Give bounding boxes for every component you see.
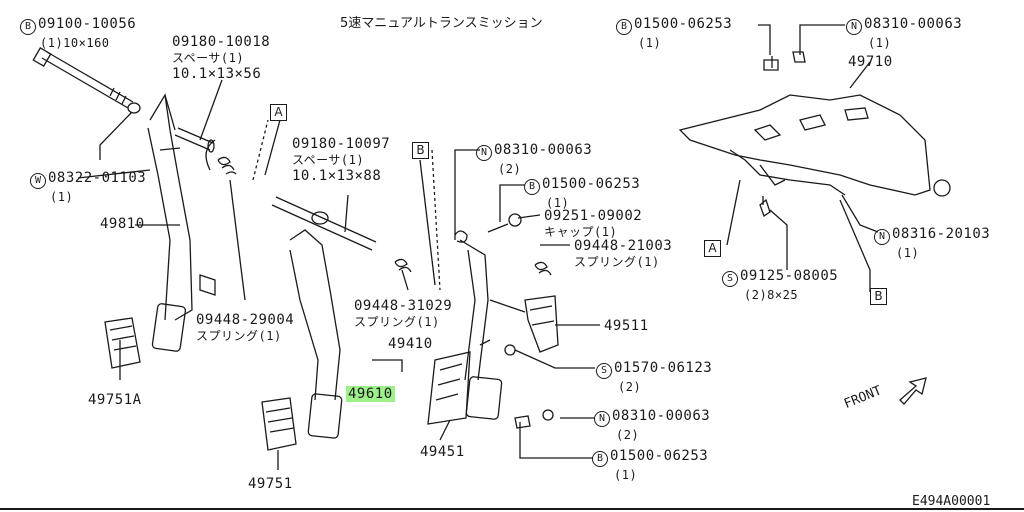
marker-n-icon: N <box>476 145 492 161</box>
clutch-pedal-arm <box>147 93 216 352</box>
marker-s-icon: S <box>722 271 738 287</box>
part-label-09448-31029[interactable]: 09448-31029 スプリング(1) <box>354 298 453 329</box>
marker-n-icon: N <box>846 19 862 35</box>
part-label-49410[interactable]: 49410 <box>388 336 433 352</box>
part-label-49751a[interactable]: 49751A <box>88 392 142 408</box>
connector-line <box>252 119 441 291</box>
spacer-spring-left <box>174 127 237 175</box>
pedal-pad-49751a <box>104 317 141 369</box>
long-bolt <box>32 47 141 114</box>
marker-b-icon: B <box>592 451 608 467</box>
marker-b-icon: B <box>20 19 36 35</box>
part-label-49710[interactable]: 49710 <box>848 54 893 70</box>
accelerator-pedal-arm <box>454 230 526 420</box>
marker-n-icon: N <box>594 411 610 427</box>
pedal-pad-49451 <box>427 351 471 425</box>
pedal-pad-49751 <box>261 397 297 451</box>
part-label-49610[interactable]: 49610 <box>346 386 395 402</box>
marker-s-icon: S <box>596 363 612 379</box>
part-label-49511[interactable]: 49511 <box>604 318 649 334</box>
highlighted-part-number: 49610 <box>346 386 395 402</box>
part-label-09180-10018[interactable]: 09180-10018 スペーサ(1) 10.1×13×56 <box>172 34 271 82</box>
part-label-49451[interactable]: 49451 <box>420 444 465 460</box>
marker-w-icon: W <box>30 173 46 189</box>
part-label-49751[interactable]: 49751 <box>248 476 293 492</box>
marker-b-icon: B <box>616 19 632 35</box>
brake-pedal-arm <box>271 196 412 439</box>
ref-box-a-left: A <box>270 104 287 121</box>
front-arrow <box>899 377 927 405</box>
drawing-code: E494A00001 <box>912 494 991 509</box>
marker-b-icon: B <box>524 179 540 195</box>
ref-box-a-right: A <box>704 240 721 257</box>
pedal-bracket-49710 <box>678 51 951 217</box>
diagram-title: 5速マニュアルトランスミッション <box>340 16 543 31</box>
marker-n-icon: N <box>874 229 890 245</box>
bottom-border <box>0 508 1024 510</box>
ref-box-b-left: B <box>412 142 429 159</box>
part-label-09448-21003[interactable]: 09448-21003 スプリング(1) <box>574 238 673 269</box>
ref-box-b-right: B <box>870 288 887 305</box>
part-label-09180-10097[interactable]: 09180-10097 スペーサ(1) 10.1×13×88 <box>292 136 391 184</box>
bracket-49511 <box>487 213 559 429</box>
part-label-09251-09002[interactable]: 09251-09002 キャップ(1) <box>544 208 643 239</box>
part-label-09448-29004[interactable]: 09448-29004 スプリング(1) <box>196 312 295 343</box>
part-label-49810[interactable]: 49810 <box>100 216 145 232</box>
leader-lines <box>77 24 879 470</box>
